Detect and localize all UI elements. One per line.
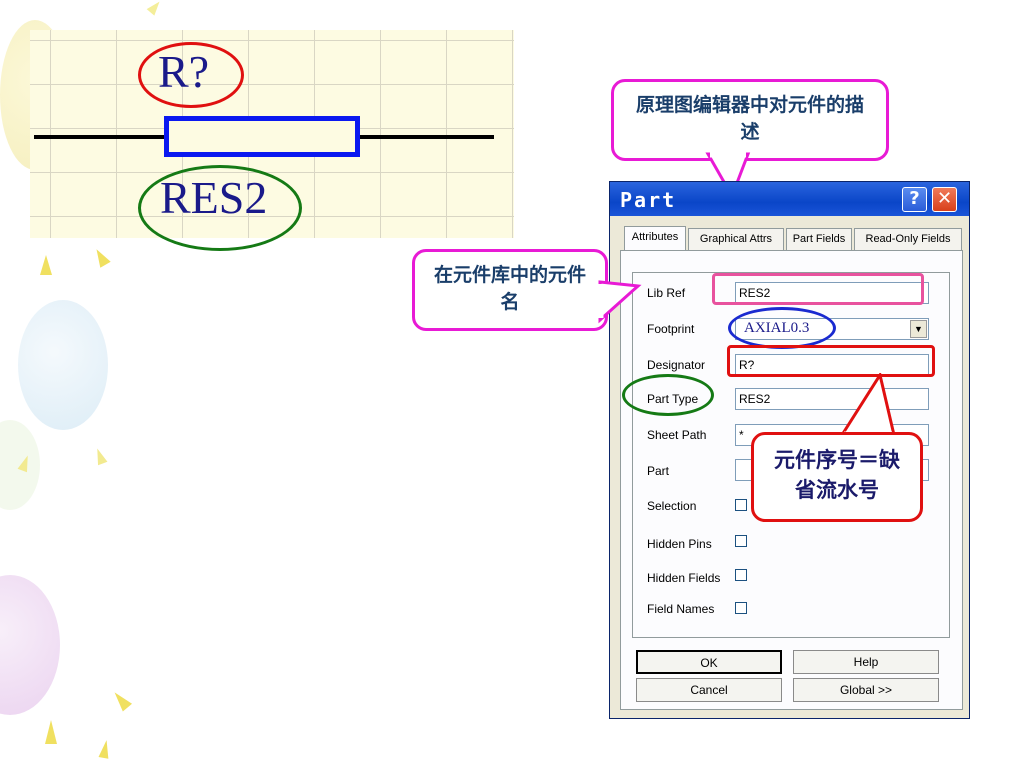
callout-editor-description-pointer — [705, 152, 751, 200]
schematic-canvas: R? RES2 — [30, 30, 514, 251]
callout-designator-note: 元件序号＝缺省流水号 — [751, 432, 923, 522]
attributes-group — [632, 272, 950, 638]
decor-spark — [146, 0, 164, 16]
decor-spark — [98, 739, 112, 759]
decor-spark — [109, 688, 133, 712]
field-names-label: Field Names — [647, 602, 715, 616]
tab-graphical-attrs[interactable]: Graphical Attrs — [688, 228, 784, 250]
field-names-checkbox[interactable] — [735, 602, 747, 614]
dialog-titlebar[interactable]: Part ? ✕ — [610, 182, 969, 216]
close-button[interactable]: ✕ — [932, 187, 957, 212]
schematic-designator: R? — [158, 46, 210, 97]
decor-spark — [45, 720, 57, 744]
designator-highlight-ellipse — [138, 42, 244, 108]
dialog-title: Part — [620, 188, 677, 212]
decor-spark — [40, 255, 52, 275]
part-type-label-highlight-ellipse — [622, 374, 714, 416]
callout-library-name: 在元件库中的元件名 — [412, 249, 608, 331]
decor-spark — [92, 446, 108, 466]
hidden-fields-checkbox[interactable] — [735, 569, 747, 581]
decor-balloon-blue — [18, 300, 108, 430]
lib-ref-label: Lib Ref — [647, 286, 686, 300]
callout-designator-pointer — [839, 373, 896, 437]
tab-read-only-fields[interactable]: Read-Only Fields — [854, 228, 962, 250]
help-text-button[interactable]: Help — [793, 650, 939, 674]
footprint-label: Footprint — [647, 322, 695, 336]
designator-highlight-box — [727, 345, 935, 377]
tab-part-fields[interactable]: Part Fields — [786, 228, 852, 250]
designator-label: Designator — [647, 358, 706, 372]
selection-label: Selection — [647, 499, 697, 513]
resistor-lead-right — [360, 135, 494, 139]
cancel-button[interactable]: Cancel — [636, 678, 782, 702]
ok-button[interactable]: OK — [636, 650, 782, 674]
resistor-symbol — [164, 116, 360, 157]
callout-editor-description-text: 原理图编辑器中对元件的描述 — [635, 94, 864, 143]
callout-library-name-pointer — [598, 280, 642, 324]
sheet-path-label: Sheet Path — [647, 428, 707, 442]
tab-attributes[interactable]: Attributes — [624, 226, 686, 250]
chevron-down-icon[interactable]: ▼ — [910, 320, 927, 338]
footprint-highlight-ellipse — [728, 307, 836, 349]
selection-checkbox[interactable] — [735, 499, 747, 511]
resistor-lead-left — [34, 135, 166, 139]
callout-designator-note-text: 元件序号＝缺省流水号 — [774, 448, 900, 502]
decor-balloon-purple — [0, 575, 60, 715]
hidden-pins-label: Hidden Pins — [647, 537, 712, 551]
close-icon: ✕ — [936, 188, 953, 209]
callout-editor-description: 原理图编辑器中对元件的描述 — [611, 79, 889, 161]
hidden-fields-label: Hidden Fields — [647, 571, 721, 585]
lib-ref-highlight-box — [712, 273, 924, 305]
global-button[interactable]: Global >> — [793, 678, 939, 702]
hidden-pins-checkbox[interactable] — [735, 535, 747, 547]
help-button[interactable]: ? — [902, 187, 927, 212]
help-icon: ? — [909, 188, 920, 209]
callout-library-name-text: 在元件库中的元件名 — [433, 264, 586, 313]
decor-spark — [91, 246, 111, 268]
part-label: Part — [647, 464, 670, 478]
schematic-part-type: RES2 — [160, 172, 268, 223]
part-type-highlight-ellipse — [138, 165, 302, 251]
